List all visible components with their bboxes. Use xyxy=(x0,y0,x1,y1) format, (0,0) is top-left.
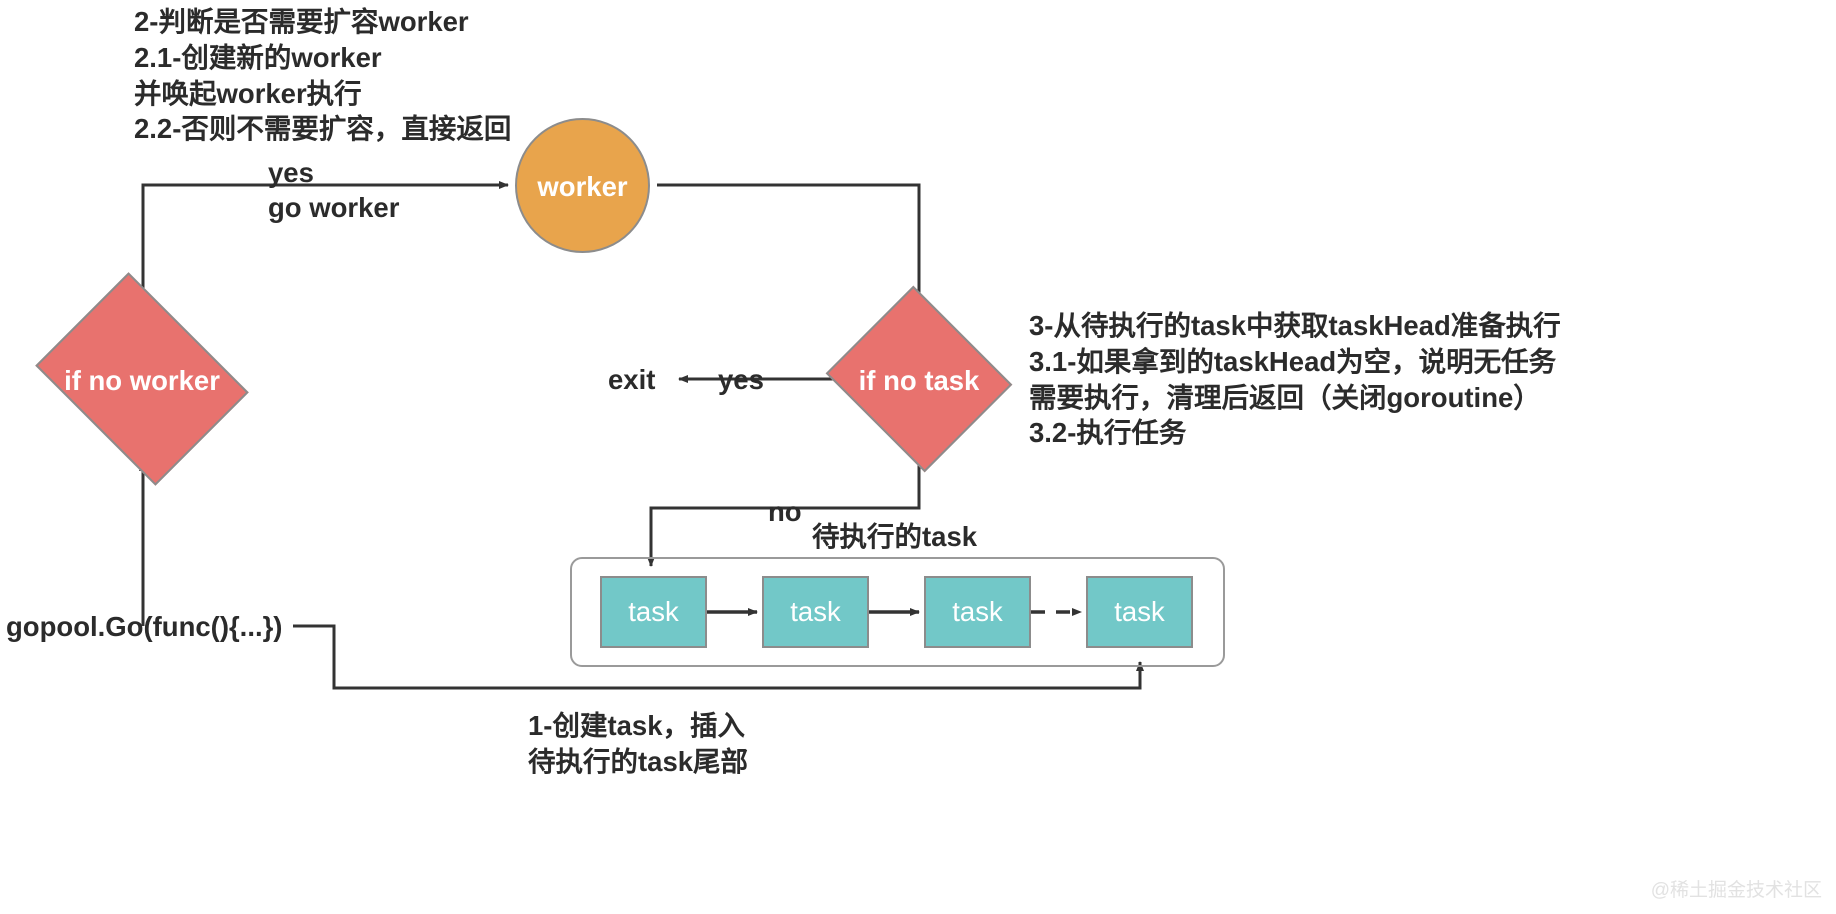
node-entry-gopool-go: gopool.Go(func(){...}) xyxy=(6,611,283,642)
note-task-head-execution: 3-从待执行的task中获取taskHead准备执行 3.1-如果拿到的task… xyxy=(1029,310,1561,449)
task-box: task xyxy=(1086,576,1193,648)
edge-label-no: no xyxy=(768,496,802,527)
task-box: task xyxy=(762,576,869,648)
decision-if-no-worker xyxy=(35,272,249,486)
decision-if-no-task xyxy=(825,285,1013,473)
task-box: task xyxy=(600,576,707,648)
watermark: @稀土掘金技术社区 xyxy=(1650,880,1822,901)
node-worker-circle xyxy=(515,118,650,253)
node-exit: exit xyxy=(608,364,656,395)
note-worker-expansion: 2-判断是否需要扩容worker 2.1-创建新的worker 并唤起worke… xyxy=(134,6,512,145)
edge-label-yes-exit: yes xyxy=(718,364,764,395)
label-pending-task-queue: 待执行的task xyxy=(812,521,978,552)
task-box: task xyxy=(924,576,1031,648)
task-box-label: task xyxy=(628,596,679,627)
task-box-label: task xyxy=(952,596,1003,627)
task-box-label: task xyxy=(1114,596,1165,627)
task-queue-container xyxy=(570,557,1225,667)
note-create-task: 1-创建task，插入 待执行的task尾部 xyxy=(528,710,749,777)
edge-label-yes-go-worker: yes go worker xyxy=(268,157,400,224)
task-box-label: task xyxy=(790,596,841,627)
edge-worker-to-if-no-task xyxy=(657,183,923,319)
